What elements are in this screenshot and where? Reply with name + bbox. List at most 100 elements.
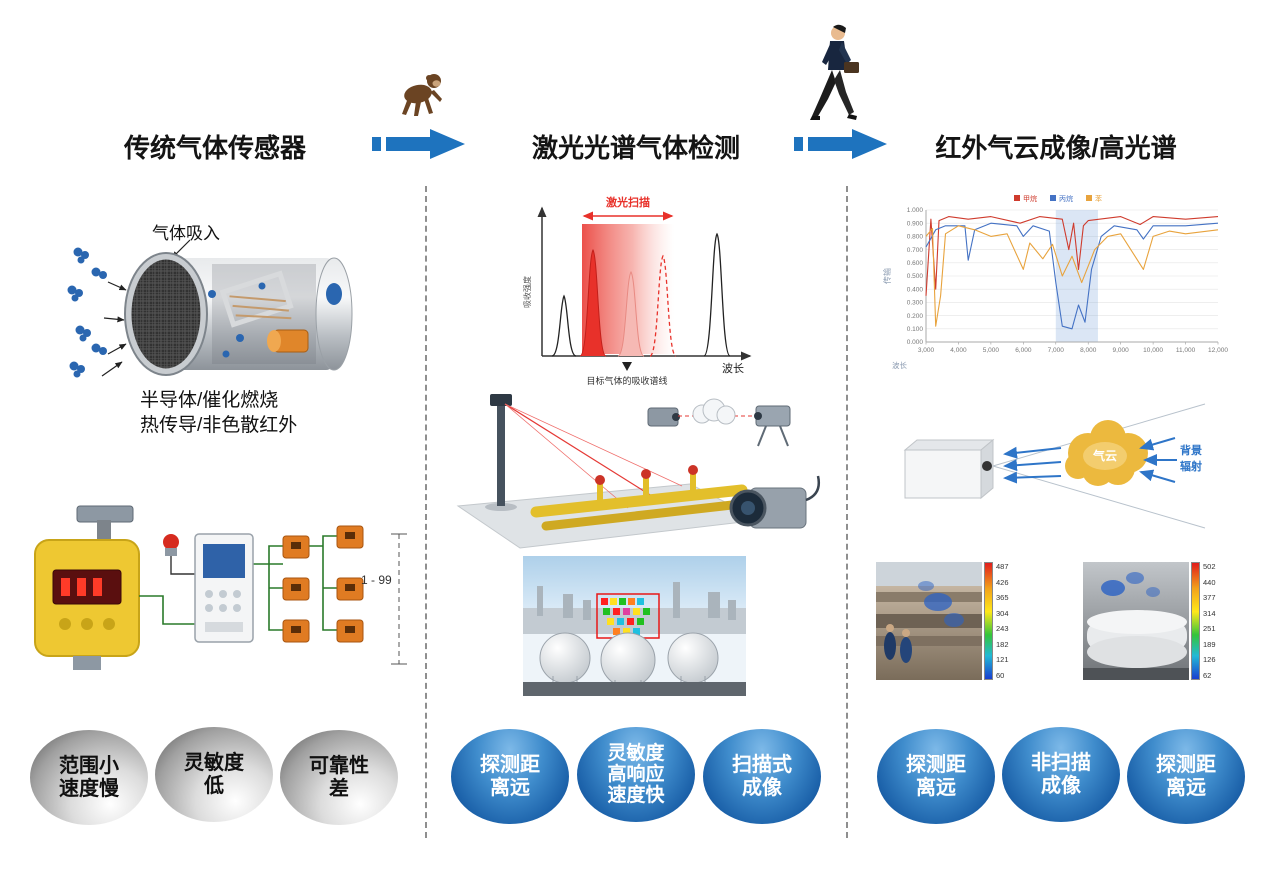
badge-line: 速度慢 (59, 777, 119, 800)
laser-absorption-spectrum-chart: 激光扫描 吸收强度 目标气体的吸收谱线 波长 (522, 195, 752, 386)
svg-text:4,000: 4,000 (950, 347, 967, 354)
svg-text:0.300: 0.300 (907, 300, 924, 307)
target-gas-note: 目标气体的吸收谱线 (586, 375, 667, 386)
background-radiation-label-line1: 背景 (1180, 443, 1202, 457)
laser-mast (485, 394, 517, 511)
gas-transmittance-chart: 传输 波长 1.0000.9000.8000.7000.6000.5000.40… (882, 194, 1228, 370)
svg-text:苯: 苯 (1095, 194, 1102, 203)
badge-line: 范围小 (59, 755, 119, 778)
spherical-tanks (539, 632, 719, 694)
badge-line: 成像 (1041, 774, 1081, 797)
svg-text:0.200: 0.200 (907, 313, 924, 320)
traditional-sensor-illustration (67, 239, 353, 378)
background-radiation-arrows (1139, 437, 1177, 483)
gas-leak-overlay (596, 593, 660, 639)
laser-camera-device (729, 475, 820, 529)
svg-text:12,000: 12,000 (1208, 347, 1228, 354)
advantage-badge-distance: 探测距 离远 (451, 729, 569, 824)
limitation-badge-sensitivity: 灵敏度 低 (155, 727, 273, 822)
badge-line: 成像 (742, 776, 782, 799)
open-path-detector-pair (647, 398, 791, 447)
advantage-badge-distance-ir: 探测距 离远 (877, 729, 995, 824)
badge-line: 离远 (916, 776, 956, 799)
advantage-badge-non-scanning: 非扫描 成像 (1002, 727, 1120, 822)
thermal-1-colorbar (984, 562, 993, 680)
column-separator-1 (425, 186, 427, 838)
absorption-peaks (551, 232, 731, 357)
limitation-badge-range: 范围小 速度慢 (30, 730, 148, 825)
refinery-scene-photo (523, 556, 746, 696)
badge-line: 非扫描 (1031, 752, 1091, 775)
limitation-badge-reliability: 可靠性 差 (280, 730, 398, 825)
advantage-badge-sensitivity: 灵敏度 高响应 速度快 (577, 727, 695, 822)
principle-line-2: 热传导/非色散红外 (140, 415, 298, 436)
svg-text:0.000: 0.000 (907, 339, 924, 346)
badge-line: 差 (329, 777, 349, 800)
chart-y-label: 传输 (882, 268, 892, 284)
badge-line: 探测距 (906, 754, 966, 777)
column-separator-2 (846, 186, 848, 838)
spectrum-x-label: 波长 (722, 362, 744, 375)
badge-line: 高响应 (607, 763, 665, 785)
gas-cloud-imaging-diagram: 气云 背景 辐射 (903, 403, 1206, 529)
chart-x-label: 波长 (892, 360, 907, 370)
svg-text:0.800: 0.800 (907, 234, 924, 241)
fixed-gas-detector (34, 505, 140, 670)
thermal-image-2-scene (1083, 562, 1189, 680)
target-line-marker (622, 362, 632, 371)
svg-text:甲烷: 甲烷 (1023, 194, 1037, 203)
badge-line: 探测距 (480, 754, 540, 777)
svg-text:0.400: 0.400 (907, 286, 924, 293)
laser-detection-scene-illustration (456, 394, 820, 549)
svg-text:6,000: 6,000 (1015, 347, 1032, 354)
thermal-image-1-scene (876, 562, 982, 680)
detector-count-bracket (391, 533, 407, 665)
monkey-icon (402, 74, 442, 116)
svg-text:1.000: 1.000 (907, 207, 924, 214)
column3-title: 红外气云成像/高光谱 (935, 133, 1177, 163)
thermal-image-1: 487 426 365 304 243 182 121 60 (876, 562, 1014, 680)
principle-line-1: 半导体/催化燃烧 (140, 390, 279, 411)
thermal-1-scale-labels: 487 426 365 304 243 182 121 60 (996, 562, 1009, 680)
thermal-2-scale-labels: 502 440 377 314 251 189 126 62 (1203, 562, 1216, 680)
badge-line: 离远 (1166, 776, 1206, 799)
thermal-2-colorbar (1191, 562, 1200, 680)
badge-line: 低 (204, 774, 224, 797)
svg-text:8,000: 8,000 (1080, 347, 1097, 354)
column2-title: 激光光谱气体检测 (531, 133, 741, 163)
badge-line: 灵敏度 (607, 742, 665, 764)
gas-pipes (530, 465, 755, 531)
walking-businessman-icon (810, 24, 859, 120)
advantage-badge-scanning-imaging: 扫描式 成像 (703, 729, 821, 824)
flow-arrow-2-icon (794, 129, 887, 159)
badge-line: 扫描式 (732, 754, 792, 777)
svg-text:7,000: 7,000 (1048, 347, 1065, 354)
svg-text:0.600: 0.600 (907, 260, 924, 267)
badge-line: 速度快 (607, 785, 665, 807)
svg-text:0.500: 0.500 (907, 273, 924, 280)
laser-scan-label: 激光扫描 (606, 195, 650, 209)
spectrum-y-label: 吸收强度 (522, 276, 532, 308)
svg-text:5,000: 5,000 (983, 347, 1000, 354)
svg-text:9,000: 9,000 (1113, 347, 1130, 354)
remote-detectors (282, 525, 364, 643)
emission-arrows-to-camera (1003, 446, 1062, 484)
badge-line: 可靠性 (309, 755, 369, 778)
svg-text:10,000: 10,000 (1143, 347, 1163, 354)
gas-intake-label: 气体吸入 (152, 224, 220, 243)
ground (523, 682, 746, 696)
flow-arrow-1-icon (372, 129, 465, 159)
svg-text:0.700: 0.700 (907, 247, 924, 254)
column1-title: 传统气体传感器 (123, 133, 307, 163)
svg-text:3,000: 3,000 (918, 347, 935, 354)
badge-line: 离远 (490, 776, 530, 799)
thermal-image-2: 502 440 377 314 251 189 126 62 (1083, 562, 1221, 680)
infrared-camera-box (903, 438, 995, 500)
svg-text:0.100: 0.100 (907, 326, 924, 333)
wiring (139, 535, 337, 631)
controller-panel (194, 533, 254, 643)
advantage-badge-distance-ir-2: 探测距 离远 (1127, 729, 1245, 824)
laser-beams (504, 403, 683, 509)
detector-count-label: 1 - 99 (361, 573, 392, 587)
